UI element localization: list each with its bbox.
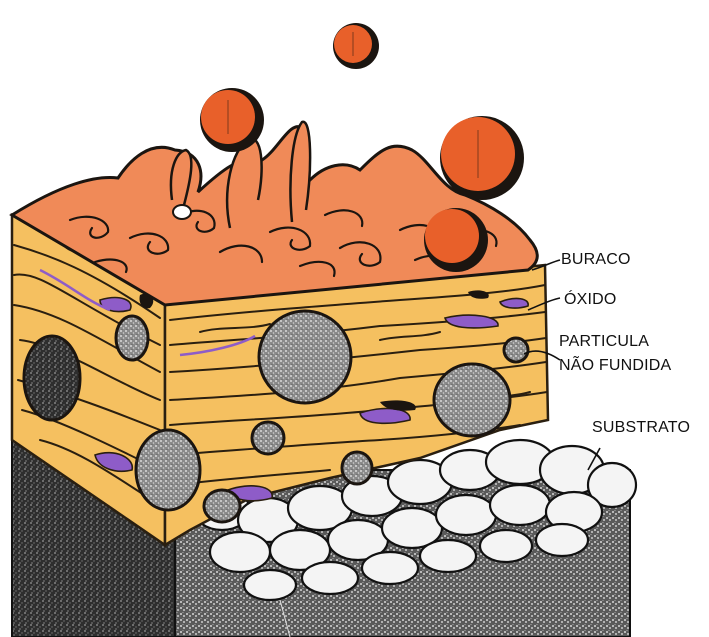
- label-buraco: BURACO: [561, 251, 631, 268]
- droplet: [424, 208, 488, 272]
- unmelted-particle: [204, 490, 240, 522]
- label-oxido: ÓXIDO: [564, 289, 617, 308]
- droplet: [333, 23, 379, 69]
- label-nao-fundida: NÃO FUNDIDA: [559, 354, 672, 374]
- unmelted-particle: [24, 336, 80, 420]
- droplet: [440, 116, 524, 200]
- unmelted-particle: [136, 430, 200, 510]
- unmelted-particle: [434, 364, 510, 436]
- unmelted-particle: [504, 338, 528, 362]
- unmelted-particle: [252, 422, 284, 454]
- label-particula: PARTICULA: [559, 333, 649, 350]
- droplet: [200, 88, 264, 152]
- surface-pore: [173, 205, 191, 219]
- label-substrato: SUBSTRATO: [592, 419, 690, 436]
- unmelted-particle: [259, 311, 351, 403]
- unmelted-particle: [116, 316, 148, 360]
- unmelted-particle: [342, 452, 372, 484]
